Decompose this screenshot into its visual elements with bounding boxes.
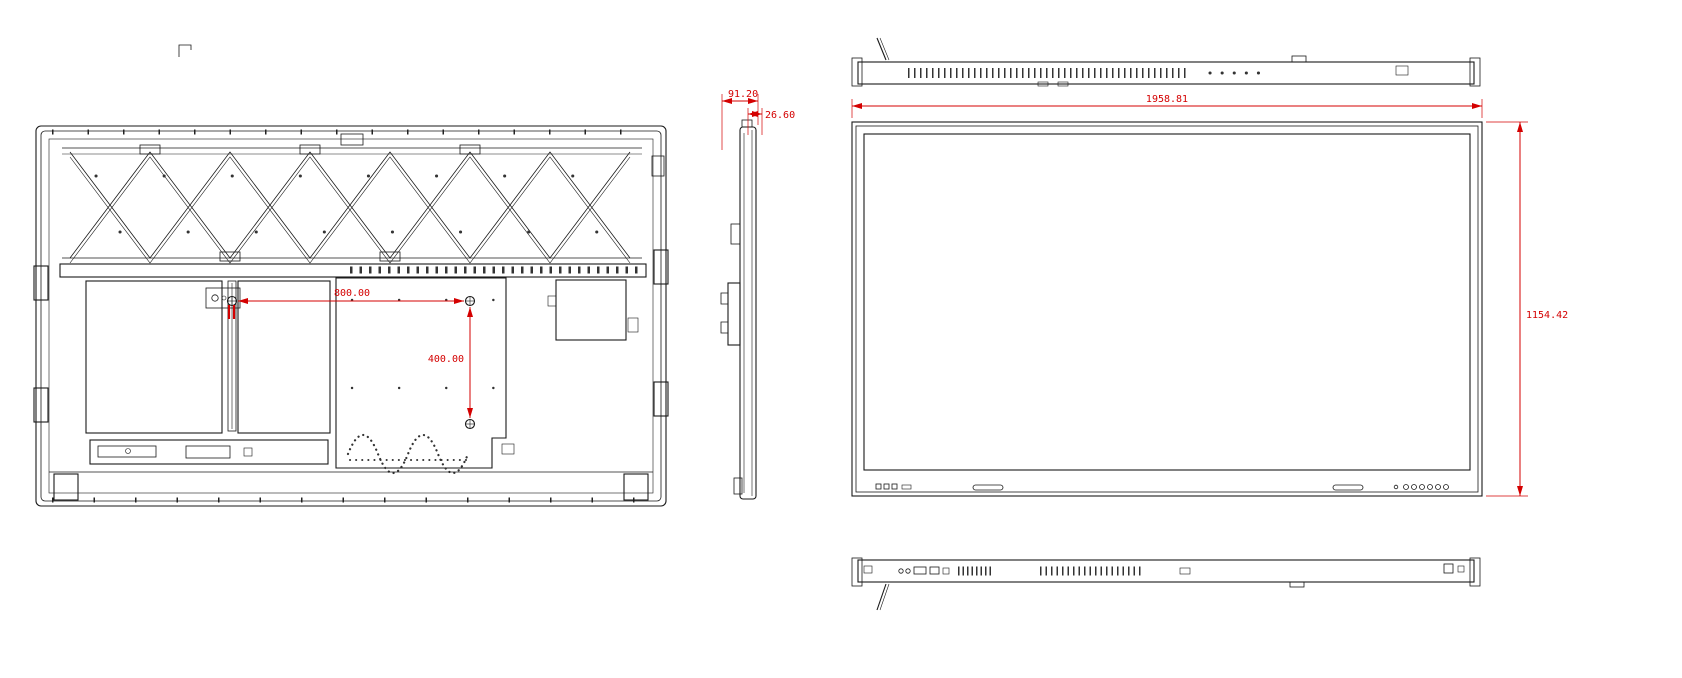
vesa-screw-right-top [464,295,476,307]
front-button-row[interactable] [1393,484,1449,490]
side-sensor-bump [730,223,741,245]
vesa-left-highlight-marks [227,305,236,319]
front-inner-bezel [855,125,1479,493]
front-left-mic-slot [972,484,1004,491]
rear-bottom-strip [89,439,329,465]
bottom-right-button[interactable] [1457,565,1465,573]
overall-width-dimension: 1958.81 [851,94,1483,118]
dim-label-overall-width: 1958.81 [1146,94,1188,105]
rear-main-cover-plate [335,277,515,474]
rear-left-panel [85,280,223,434]
top-left-end-cap [851,57,863,87]
top-view [851,37,1481,87]
rear-truss-structure [62,133,642,265]
rear-frame-outline [48,138,654,494]
rear-psu-plate [547,279,639,341]
top-bump [1291,55,1307,63]
dim-label-depth-body: 26.60 [765,110,795,121]
rear-right-wall-brackets [651,155,669,417]
rear-inner-outline [40,130,662,502]
bottom-antenna [876,583,890,611]
bottom-body-outline [857,559,1475,583]
front-right-mic-slot [1332,484,1364,491]
bottom-power-switch[interactable] [863,565,873,574]
depth-total-dimension: 91.20 [721,89,759,150]
bottom-port-cluster[interactable] [898,566,950,575]
front-screen [863,133,1471,471]
bottom-bump [1289,581,1305,588]
bottom-view [851,557,1481,611]
depth-body-dimension: 26.60 [747,108,795,135]
rear-bottom-feet [49,471,653,501]
bottom-left-end-cap [851,557,863,587]
front-view: 1958.81 1154.42 [851,94,1568,497]
side-top-nub [741,119,753,128]
rear-left-wall-brackets [33,265,49,423]
side-bottom-foot [733,477,743,495]
vesa-screw-right-bottom [464,418,476,430]
top-body-outline [857,61,1475,85]
top-tab-2 [1057,81,1069,87]
rear-center-panel [237,280,331,434]
bottom-tab [1179,567,1191,575]
vesa-screw-left [226,295,238,307]
side-body-outline [739,126,757,500]
top-connector [1395,65,1409,76]
top-antenna [876,37,890,61]
corner-mark [178,44,192,57]
rear-speaker-perforation [346,434,470,474]
dim-label-overall-height: 1154.42 [1526,310,1568,321]
vesa-height-dimension: 400.00 [428,307,473,418]
dim-label-vesa-height: 400.00 [428,354,464,365]
rear-view: 800.00 400.00 [33,125,669,507]
top-tab-1 [1037,81,1049,87]
front-indicator-squares [875,483,912,490]
vesa-width-dimension: 800.00 [238,288,464,304]
bottom-right-end-cap [1469,557,1481,587]
dim-label-depth-total: 91.20 [728,89,758,100]
side-wall-bracket [720,282,741,346]
overall-height-dimension: 1154.42 [1486,121,1568,497]
dim-label-vesa-width: 800.00 [334,288,370,299]
side-view: 91.20 26.60 [720,89,795,500]
front-outer-bezel [851,121,1483,497]
rear-outer-outline [35,125,667,507]
rear-mounting-rail [59,263,647,278]
rear-vertical-divider [227,280,237,432]
top-right-end-cap [1469,57,1481,87]
bottom-right-connector[interactable] [1443,563,1454,574]
